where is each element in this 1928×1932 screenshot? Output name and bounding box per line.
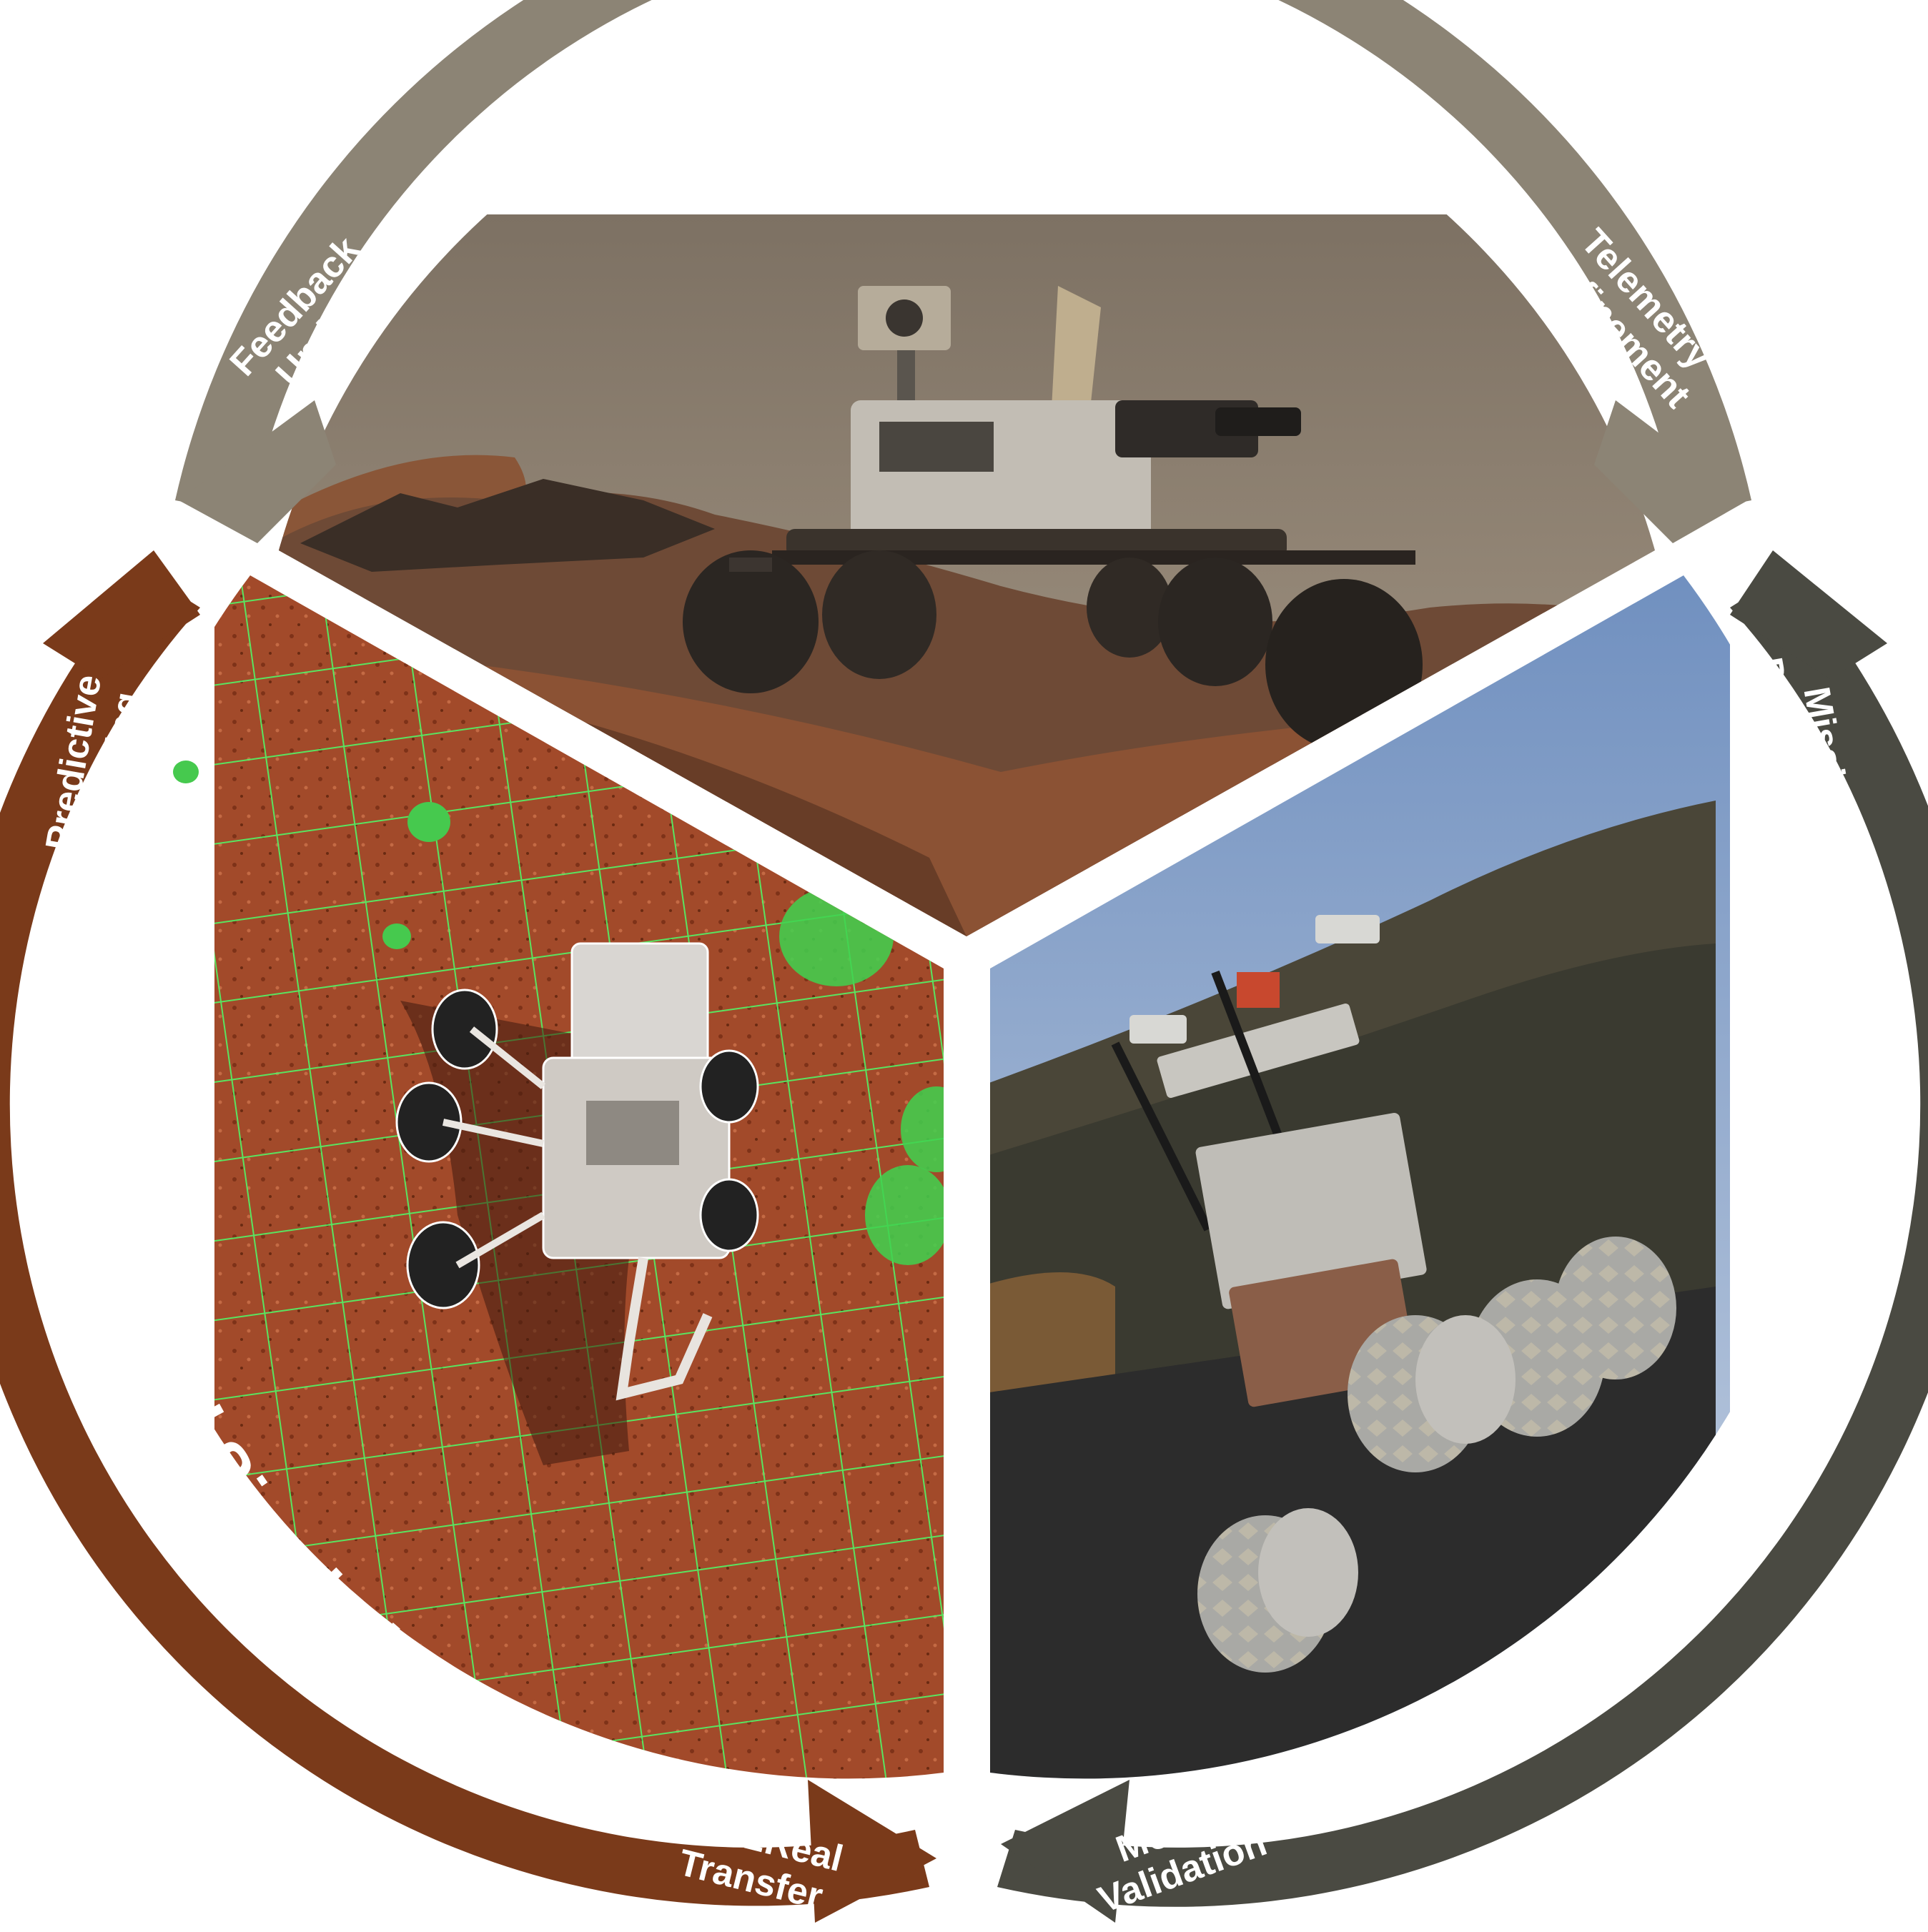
model-validation-arrowhead [1001, 1780, 1129, 1923]
curiosity-rover [683, 286, 1423, 750]
sim2real-arrowhead [808, 1780, 936, 1923]
terrestrial-emulation-arc-band [997, 572, 1928, 1907]
simulated-rover [395, 942, 759, 1401]
feedback-arrowhead [179, 400, 336, 543]
telemetry-arrowhead [1594, 400, 1748, 543]
stage-title-extraterrestrial: Extraterrestrial Deployment [493, 0, 1438, 173]
virtual-simulation-arc-band [0, 572, 929, 1906]
mission-deployment-arrowhead [1730, 550, 1887, 679]
emulation-rover [1111, 915, 1676, 1673]
predictive-planning-arrowhead [43, 550, 200, 679]
